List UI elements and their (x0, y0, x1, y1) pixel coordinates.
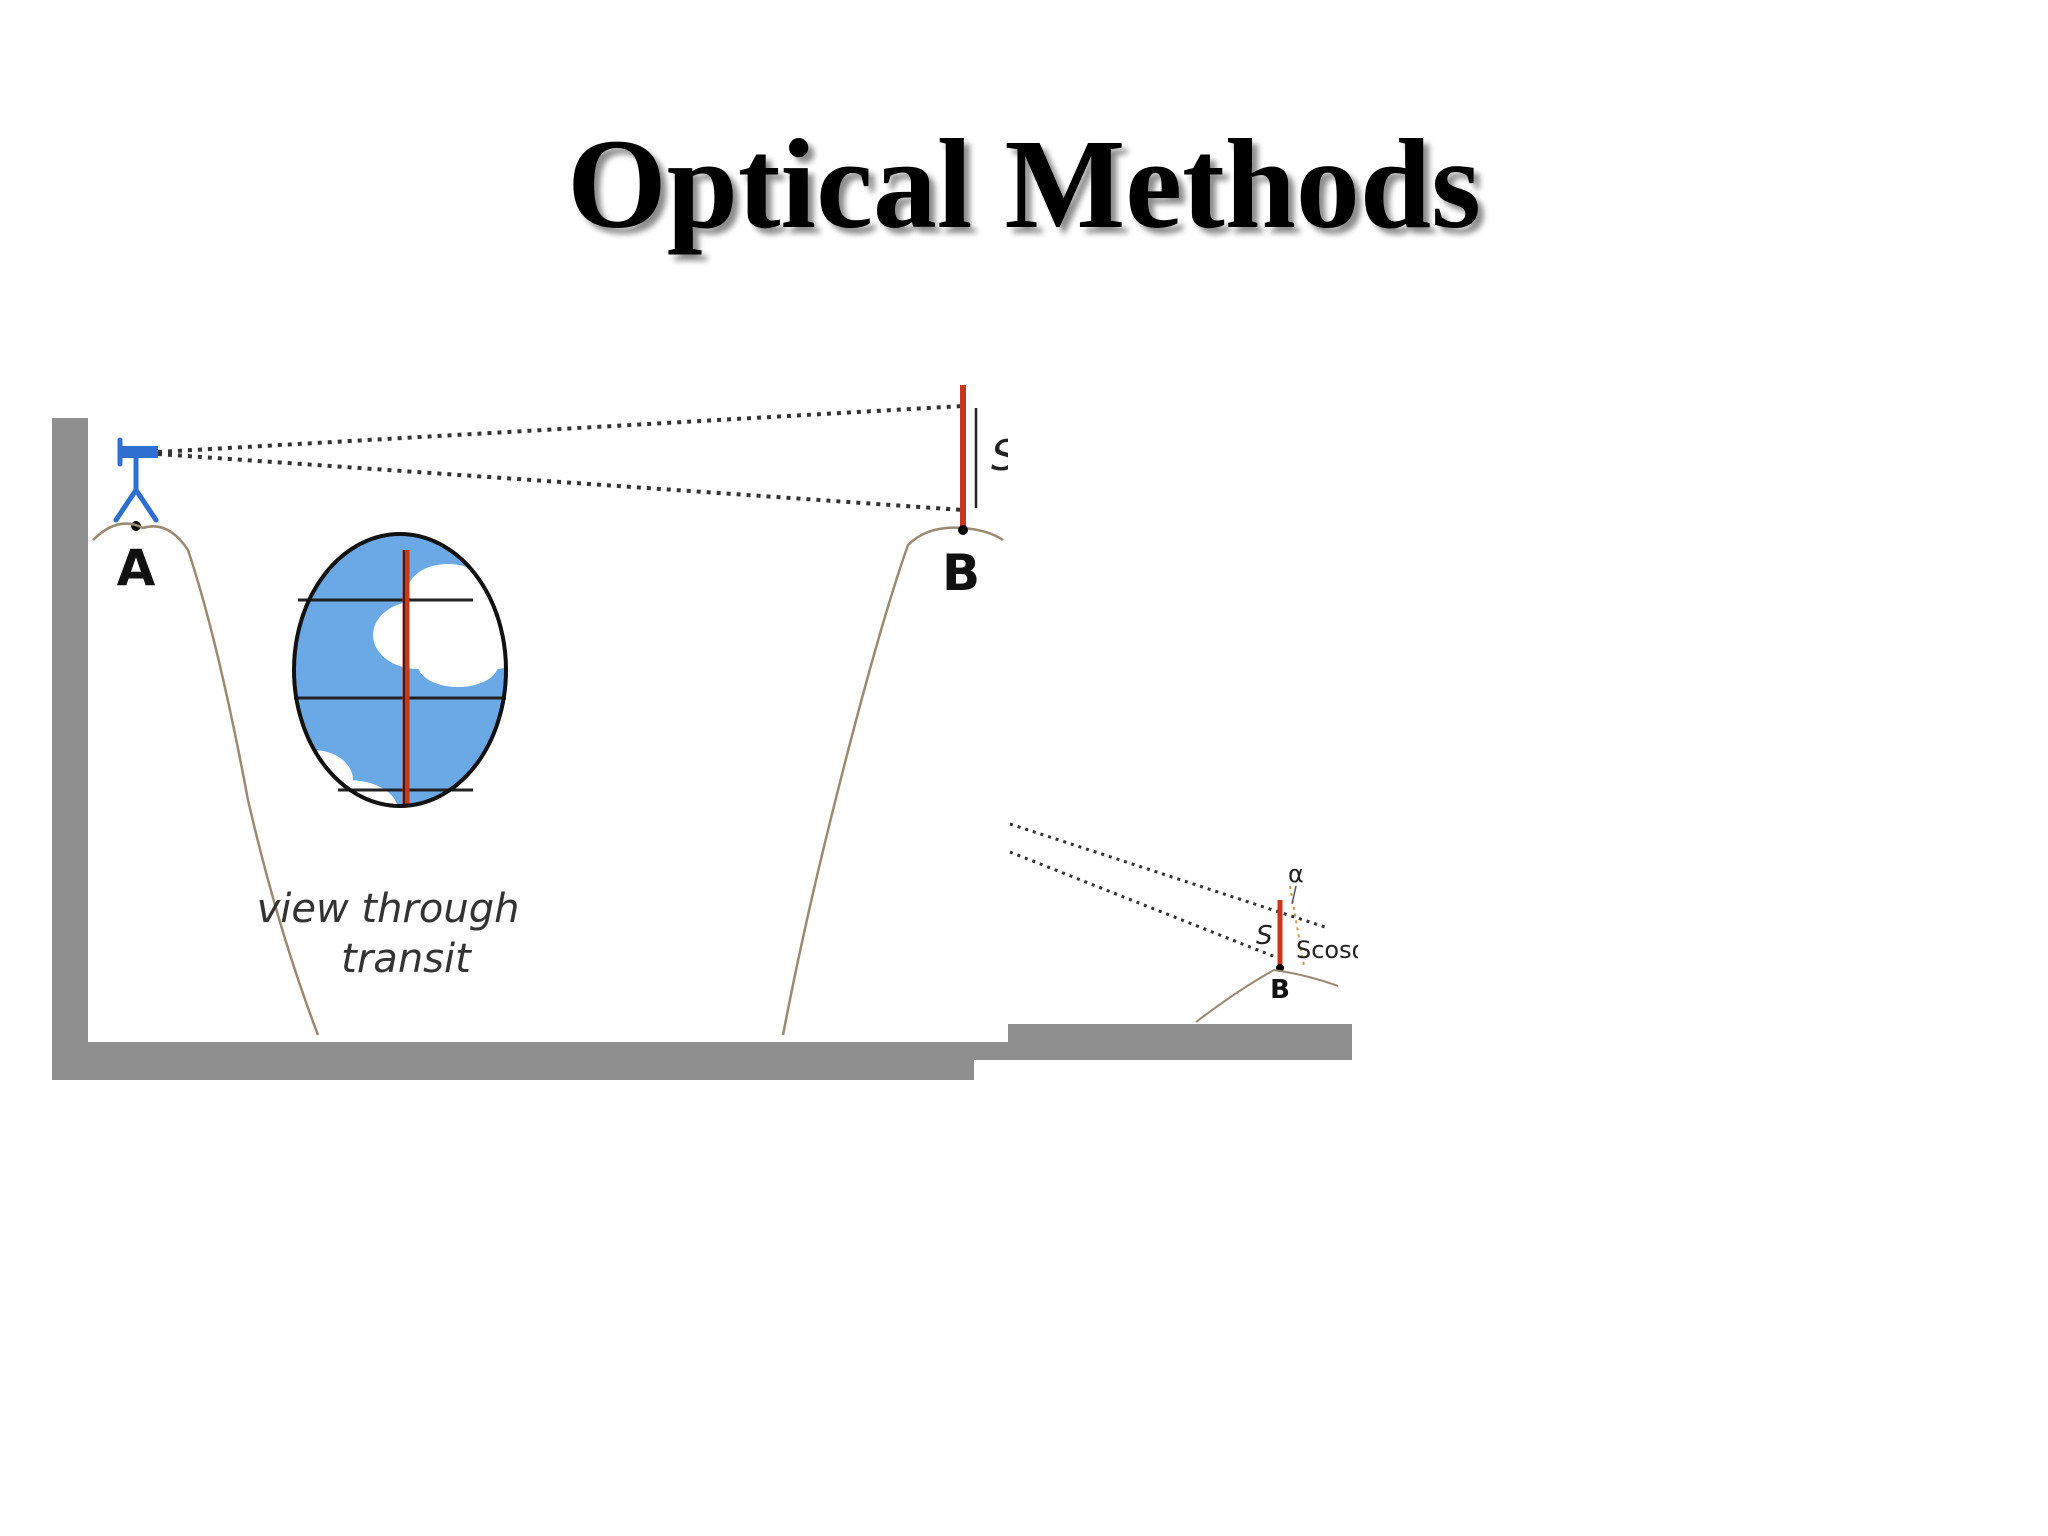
interval-label: S (991, 431, 1008, 480)
station-b-label: B (942, 544, 980, 602)
transit-instrument-icon (113, 437, 159, 523)
view-caption-line1: view through (257, 886, 520, 932)
transit-view-circle (292, 532, 508, 808)
slide-title: Optical Methods (567, 113, 1481, 255)
right-hill-terrain (781, 526, 1004, 1036)
view-caption-line2: transit (341, 936, 472, 982)
station-b-point (958, 525, 968, 535)
left-hill-terrain (92, 522, 320, 1036)
inset-angle-label: α (1288, 860, 1304, 888)
station-a-label: A (117, 539, 156, 597)
inset-station-b-label: B (1270, 975, 1290, 1005)
inset-diagram-panel: α S Scosα B (1008, 800, 1358, 1024)
inset-reduced-label: Scosα (1296, 936, 1358, 964)
main-diagram: A B S view through (92, 385, 1008, 1036)
inset-diagram: α S Scosα B (1009, 822, 1358, 1023)
lower-sight-line (157, 452, 964, 512)
inset-interval-label: S (1256, 921, 1273, 951)
inset-angle-tick (1291, 885, 1297, 905)
inset-terrain (1195, 968, 1339, 1023)
upper-sight-line (157, 404, 964, 454)
main-diagram-panel: A B S view through (88, 380, 1008, 1042)
inset-lower-sight-line (1009, 850, 1279, 960)
